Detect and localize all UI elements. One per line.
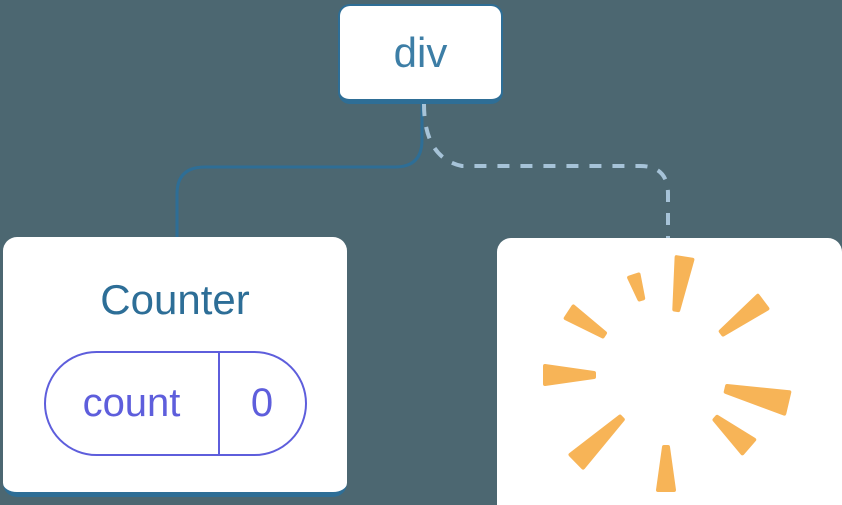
- tree-node-div: div: [338, 4, 503, 104]
- poof-ray: [712, 414, 757, 456]
- poof-ray: [718, 293, 770, 337]
- poof-ray: [563, 304, 607, 339]
- state-pill: count 0: [43, 351, 307, 456]
- poof-ray: [672, 255, 695, 313]
- state-pill-divider: [217, 353, 220, 454]
- tree-node-counter: Counter count 0: [3, 237, 347, 497]
- component-title: Counter: [100, 276, 250, 323]
- poof-icon: [543, 255, 792, 492]
- state-name: count: [82, 381, 181, 425]
- root-node-label: div: [393, 28, 448, 76]
- dashed-connector-line: [422, 103, 670, 239]
- poof-ray: [568, 414, 625, 470]
- solid-connector-line: [175, 104, 424, 238]
- poof-ray: [656, 445, 676, 492]
- state-value: 0: [250, 381, 274, 425]
- poof-ray: [627, 272, 646, 302]
- poof-ray: [723, 384, 792, 416]
- poof-ray: [543, 364, 596, 386]
- tree-node-removed: [497, 238, 842, 505]
